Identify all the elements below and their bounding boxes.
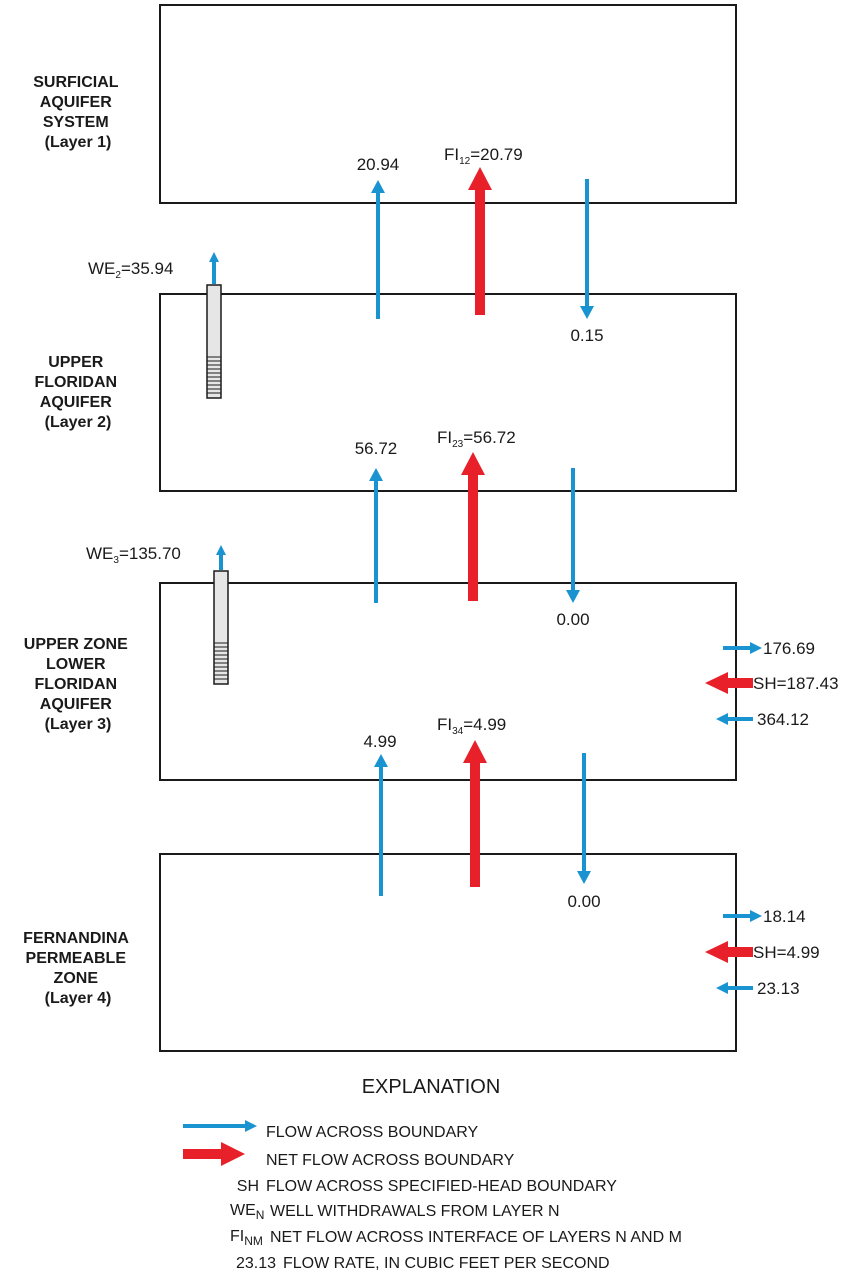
interface-3-4-net-label: FI34=4.99 (437, 715, 506, 737)
layer-4-sh-inflow-value: 23.13 (757, 979, 800, 998)
layer-3-sh-net-arrow (705, 672, 753, 694)
well-layer-3-withdrawal-arrow (216, 545, 226, 570)
interface-2-3-net-arrow (461, 452, 485, 601)
well-layer-2 (206, 284, 222, 399)
layer-3-sh-inflow-arrow (716, 713, 753, 725)
interface-2-3-upflow-value: 56.72 (355, 439, 398, 458)
interface-1-2-net-arrow (468, 167, 492, 315)
well-layer-2-withdrawal-arrow (209, 252, 219, 284)
interface-2-3-upflow-arrow (369, 468, 383, 603)
legend-rate-label: FLOW RATE, IN CUBIC FEET PER SECOND (283, 1255, 610, 1272)
layer-4-label: FERNANDINA PERMEABLE ZONE (Layer 4) (23, 930, 133, 1007)
well-layer-2-label: WE2=35.94 (88, 259, 173, 281)
well-layer-3 (213, 570, 229, 685)
layer-4-sh-inflow-arrow (716, 982, 753, 994)
layer-1-label: SURFICIAL AQUIFER SYSTEM (Layer 1) (33, 74, 123, 151)
layer-3-sh-outflow-value: 176.69 (763, 639, 815, 658)
layer-4-box (159, 853, 737, 1052)
legend-sh-label: FLOW ACROSS SPECIFIED-HEAD BOUNDARY (266, 1178, 617, 1195)
legend-fi-symbol: FINM (230, 1228, 263, 1248)
legend-net-flow-arrow (183, 1142, 245, 1166)
layer-4-sh-net-value: SH=4.99 (753, 943, 820, 962)
well-layer-3-label: WE3=135.70 (86, 544, 181, 566)
interface-1-2-net-label: FI12=20.79 (444, 145, 523, 167)
legend-fi-label: NET FLOW ACROSS INTERFACE OF LAYERS N AN… (270, 1229, 682, 1246)
interface-3-4-upflow-value: 4.99 (363, 732, 396, 751)
interface-3-4-downflow-value: 0.00 (567, 892, 600, 911)
layer-3-label: UPPER ZONE LOWER FLORIDAN AQUIFER (Layer… (24, 636, 132, 733)
legend-sh-symbol: SH (237, 1178, 259, 1195)
layer-3-sh-inflow-value: 364.12 (757, 710, 809, 729)
interface-2-3-net-label: FI23=56.72 (437, 428, 516, 450)
layer-4-sh-outflow-arrow (723, 910, 762, 922)
interface-2-3-downflow-arrow (566, 468, 580, 603)
legend-we-symbol: WEN (230, 1202, 264, 1222)
legend-rate-symbol: 23.13 (236, 1255, 276, 1272)
legend-we-label: WELL WITHDRAWALS FROM LAYER N (270, 1203, 560, 1220)
explanation-title: EXPLANATION (362, 1076, 501, 1098)
layer-1-box (159, 4, 737, 204)
layer-2-label: UPPER FLORIDAN AQUIFER (Layer 2) (34, 354, 121, 431)
layer-3-sh-net-value: SH=187.43 (753, 674, 839, 693)
legend-net-flow-label: NET FLOW ACROSS BOUNDARY (266, 1152, 515, 1169)
interface-3-4-net-arrow (463, 740, 487, 887)
layer-3-sh-outflow-arrow (723, 642, 762, 654)
layer-4-sh-net-arrow (705, 941, 753, 963)
legend-flow-arrow (183, 1120, 257, 1132)
interface-1-2-downflow-value: 0.15 (570, 326, 603, 345)
interface-2-3-downflow-value: 0.00 (556, 610, 589, 629)
interface-1-2-upflow-arrow (371, 180, 385, 319)
interface-1-2-upflow-value: 20.94 (357, 155, 400, 174)
legend-flow-label: FLOW ACROSS BOUNDARY (266, 1124, 479, 1141)
layer-4-sh-outflow-value: 18.14 (763, 907, 806, 926)
interface-3-4-downflow-arrow (577, 753, 591, 884)
layer-3-box (159, 582, 737, 781)
layer-2-box (159, 293, 737, 492)
interface-3-4-upflow-arrow (374, 754, 388, 896)
interface-1-2-downflow-arrow (580, 179, 594, 319)
